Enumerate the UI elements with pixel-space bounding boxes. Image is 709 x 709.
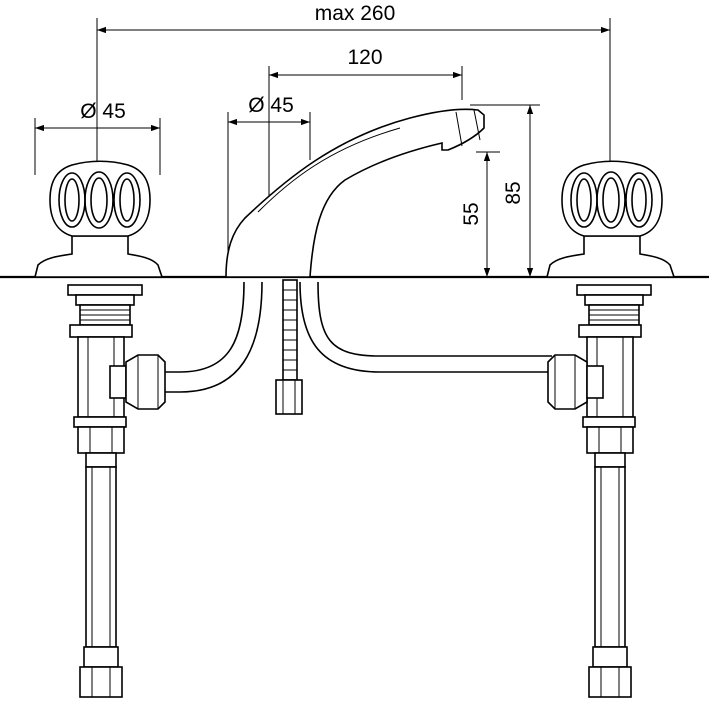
dimension-label-spout-reach: 120 <box>347 46 382 69</box>
right-valve-assembly <box>576 284 652 698</box>
dimension-handle-diameter: Ø 45 <box>34 100 161 175</box>
dimension-label-overall-width: max 260 <box>315 2 396 25</box>
left-handle <box>33 160 164 278</box>
dimension-label-handle-diameter: Ø 45 <box>80 100 126 123</box>
connecting-pipes <box>109 279 604 415</box>
dimension-label-spout-total-height: 85 <box>502 181 525 204</box>
dimension-label-spout-base-diameter: Ø 45 <box>248 94 294 117</box>
left-valve-assembly <box>67 284 143 698</box>
dimension-spout-outlet-height: 55 <box>460 151 500 277</box>
dimension-label-spout-outlet-height: 55 <box>460 202 483 225</box>
dimension-overall-width: max 260 <box>96 2 611 168</box>
dimension-spout-base-diameter: Ø 45 <box>227 94 311 277</box>
dimension-spout-total-height: 85 <box>470 104 540 277</box>
spout <box>225 108 485 278</box>
right-handle <box>545 160 676 278</box>
